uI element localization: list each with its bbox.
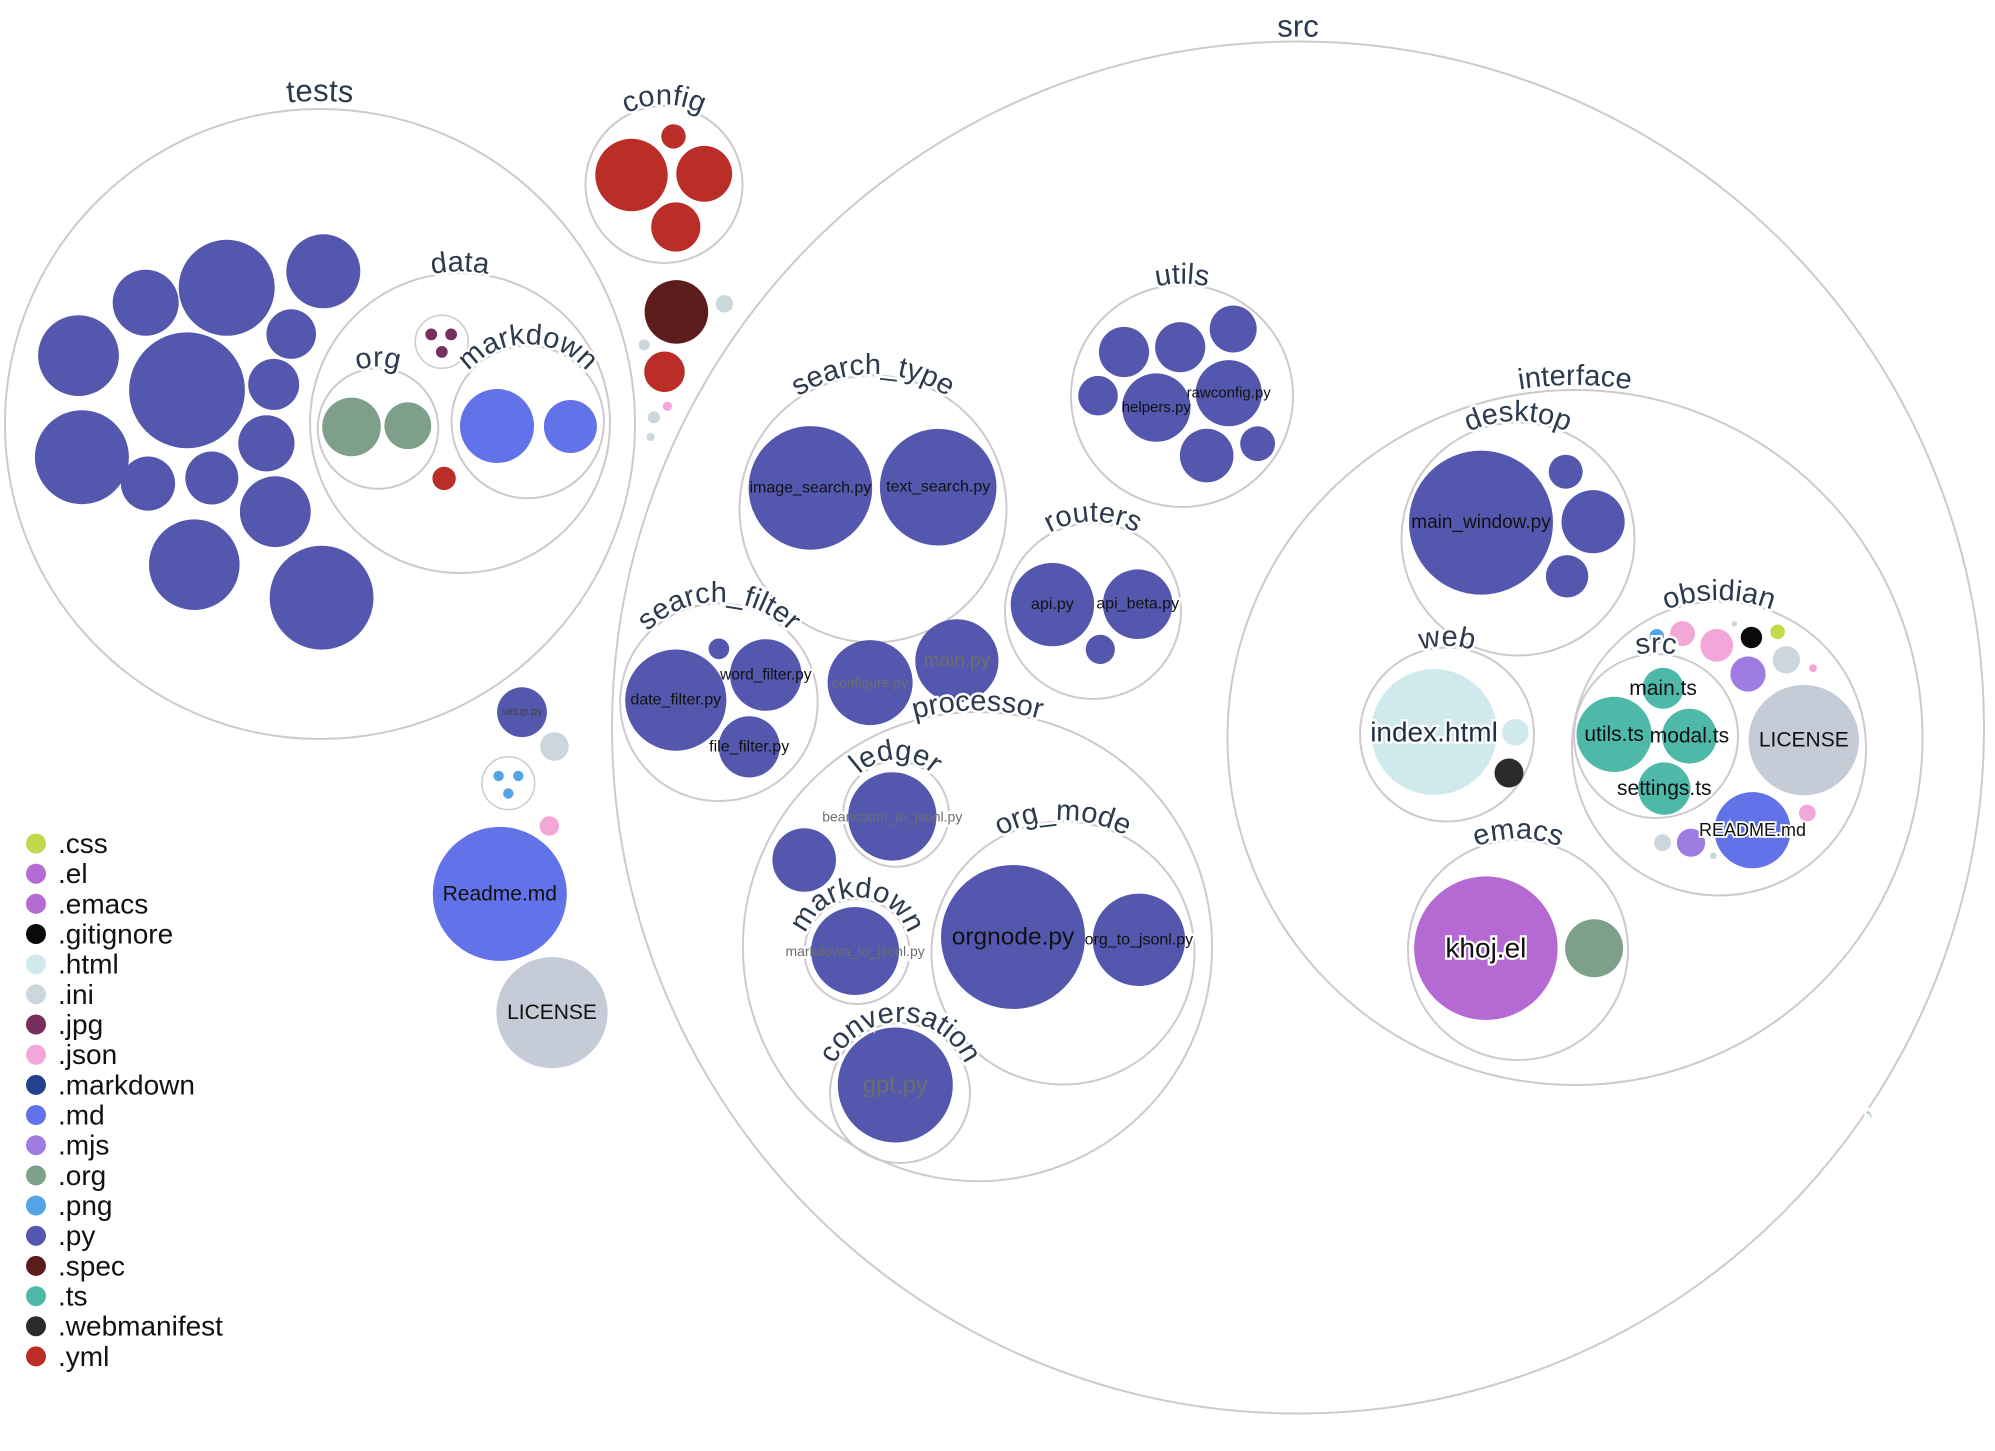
svg-text:file_filter.py: file_filter.py [709,738,789,755]
svg-text:beancount_to_jsonl.py: beancount_to_jsonl.py [822,808,962,824]
svg-text:setup.py: setup.py [501,706,543,718]
svg-text:main_window.py: main_window.py [1411,512,1551,533]
svg-text:LICENSE: LICENSE [1759,729,1849,752]
svg-text:.emacs: .emacs [58,888,148,919]
svg-text:.ini: .ini [58,979,94,1010]
svg-text:org: org [352,342,404,377]
svg-text:.gitignore: .gitignore [58,919,173,950]
svg-text:.markdown: .markdown [58,1069,195,1100]
svg-text:.spec: .spec [58,1250,125,1281]
svg-text:main.ts: main.ts [1629,677,1697,700]
svg-text:.org: .org [58,1160,106,1191]
svg-text:helpers.py: helpers.py [1122,399,1192,416]
svg-text:date_filter.py: date_filter.py [630,692,721,709]
svg-text:.el: .el [58,858,88,889]
svg-text:orgnode.py: orgnode.py [952,924,1075,951]
svg-text:modal.ts: modal.ts [1650,725,1729,748]
svg-text:api_beta.py: api_beta.py [1096,596,1179,613]
svg-text:data: data [429,246,493,281]
svg-text:index.html: index.html [1370,717,1498,748]
svg-text:interface: interface [1516,360,1634,396]
svg-text:.yml: .yml [58,1341,109,1372]
svg-text:image_search.py: image_search.py [749,479,871,496]
svg-text:.css: .css [58,828,108,859]
svg-text:.json: .json [58,1039,117,1070]
svg-text:markdown_to_jsonl.py: markdown_to_jsonl.py [785,943,924,959]
svg-text:gpt.py: gpt.py [863,1072,928,1099]
svg-text:tests: tests [285,73,355,110]
svg-text:.png: .png [58,1190,113,1221]
svg-text:.ts: .ts [58,1281,88,1312]
svg-text:.md: .md [58,1100,105,1131]
svg-text:LICENSE: LICENSE [507,1001,597,1024]
svg-text:.html: .html [58,949,119,980]
svg-text:.webmanifest: .webmanifest [58,1311,223,1342]
svg-text:settings.ts: settings.ts [1617,777,1712,800]
svg-text:khoj.el: khoj.el [1445,933,1526,964]
svg-text:.mjs: .mjs [58,1130,109,1161]
svg-text:src: src [1633,628,1679,662]
svg-text:text_search.py: text_search.py [886,479,990,496]
svg-text:word_filter.py: word_filter.py [719,667,812,684]
svg-text:rawconfig.py: rawconfig.py [1187,385,1272,402]
svg-text:Readme.md: Readme.md [443,882,557,905]
svg-text:api.py: api.py [1031,596,1074,613]
svg-text:web: web [1415,621,1478,657]
svg-text:.py: .py [58,1220,95,1251]
svg-text:configure.py: configure.py [832,675,908,691]
svg-text:utils.ts: utils.ts [1584,723,1644,746]
svg-text:src: src [1277,8,1319,43]
svg-text:utils: utils [1152,259,1211,294]
svg-text:org_to_jsonl.py: org_to_jsonl.py [1085,931,1194,948]
svg-text:main.py: main.py [924,650,991,671]
svg-text:.jpg: .jpg [58,1009,103,1040]
svg-text:README.md: README.md [1699,820,1806,840]
